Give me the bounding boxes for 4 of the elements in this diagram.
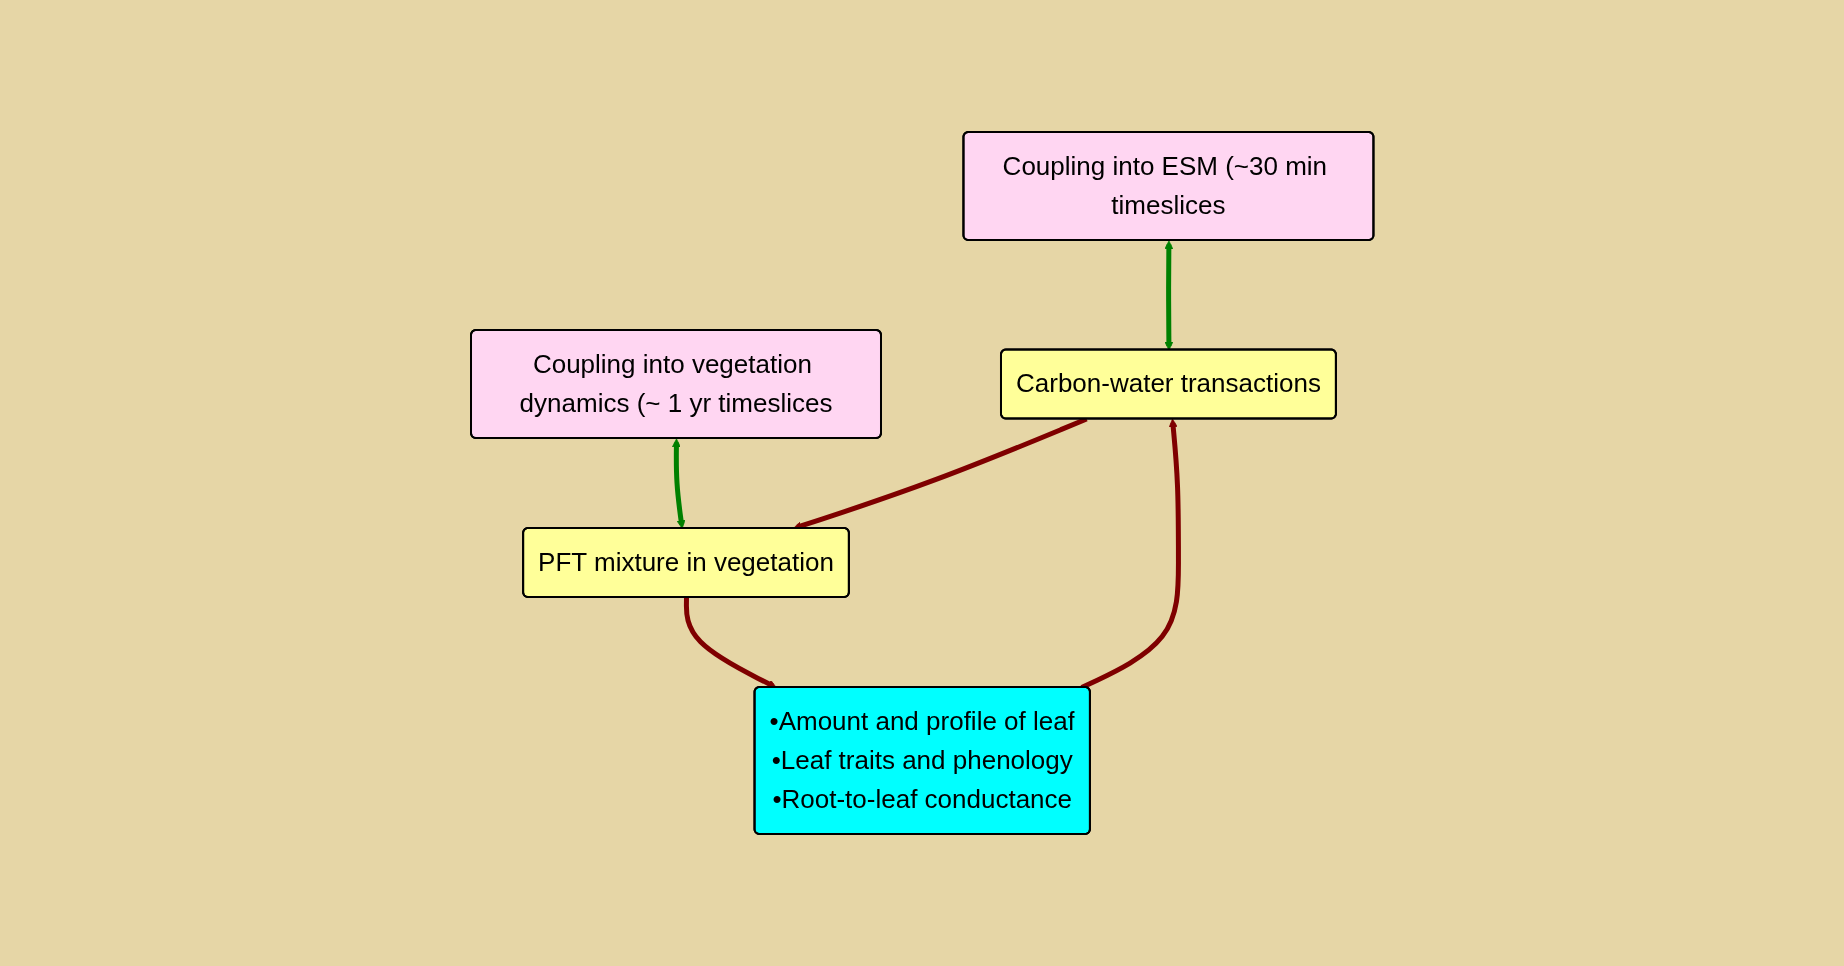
arrow: [671, 438, 686, 529]
arrow: [683, 597, 777, 688]
arrow: [1080, 418, 1181, 690]
arrow: [1164, 240, 1174, 351]
